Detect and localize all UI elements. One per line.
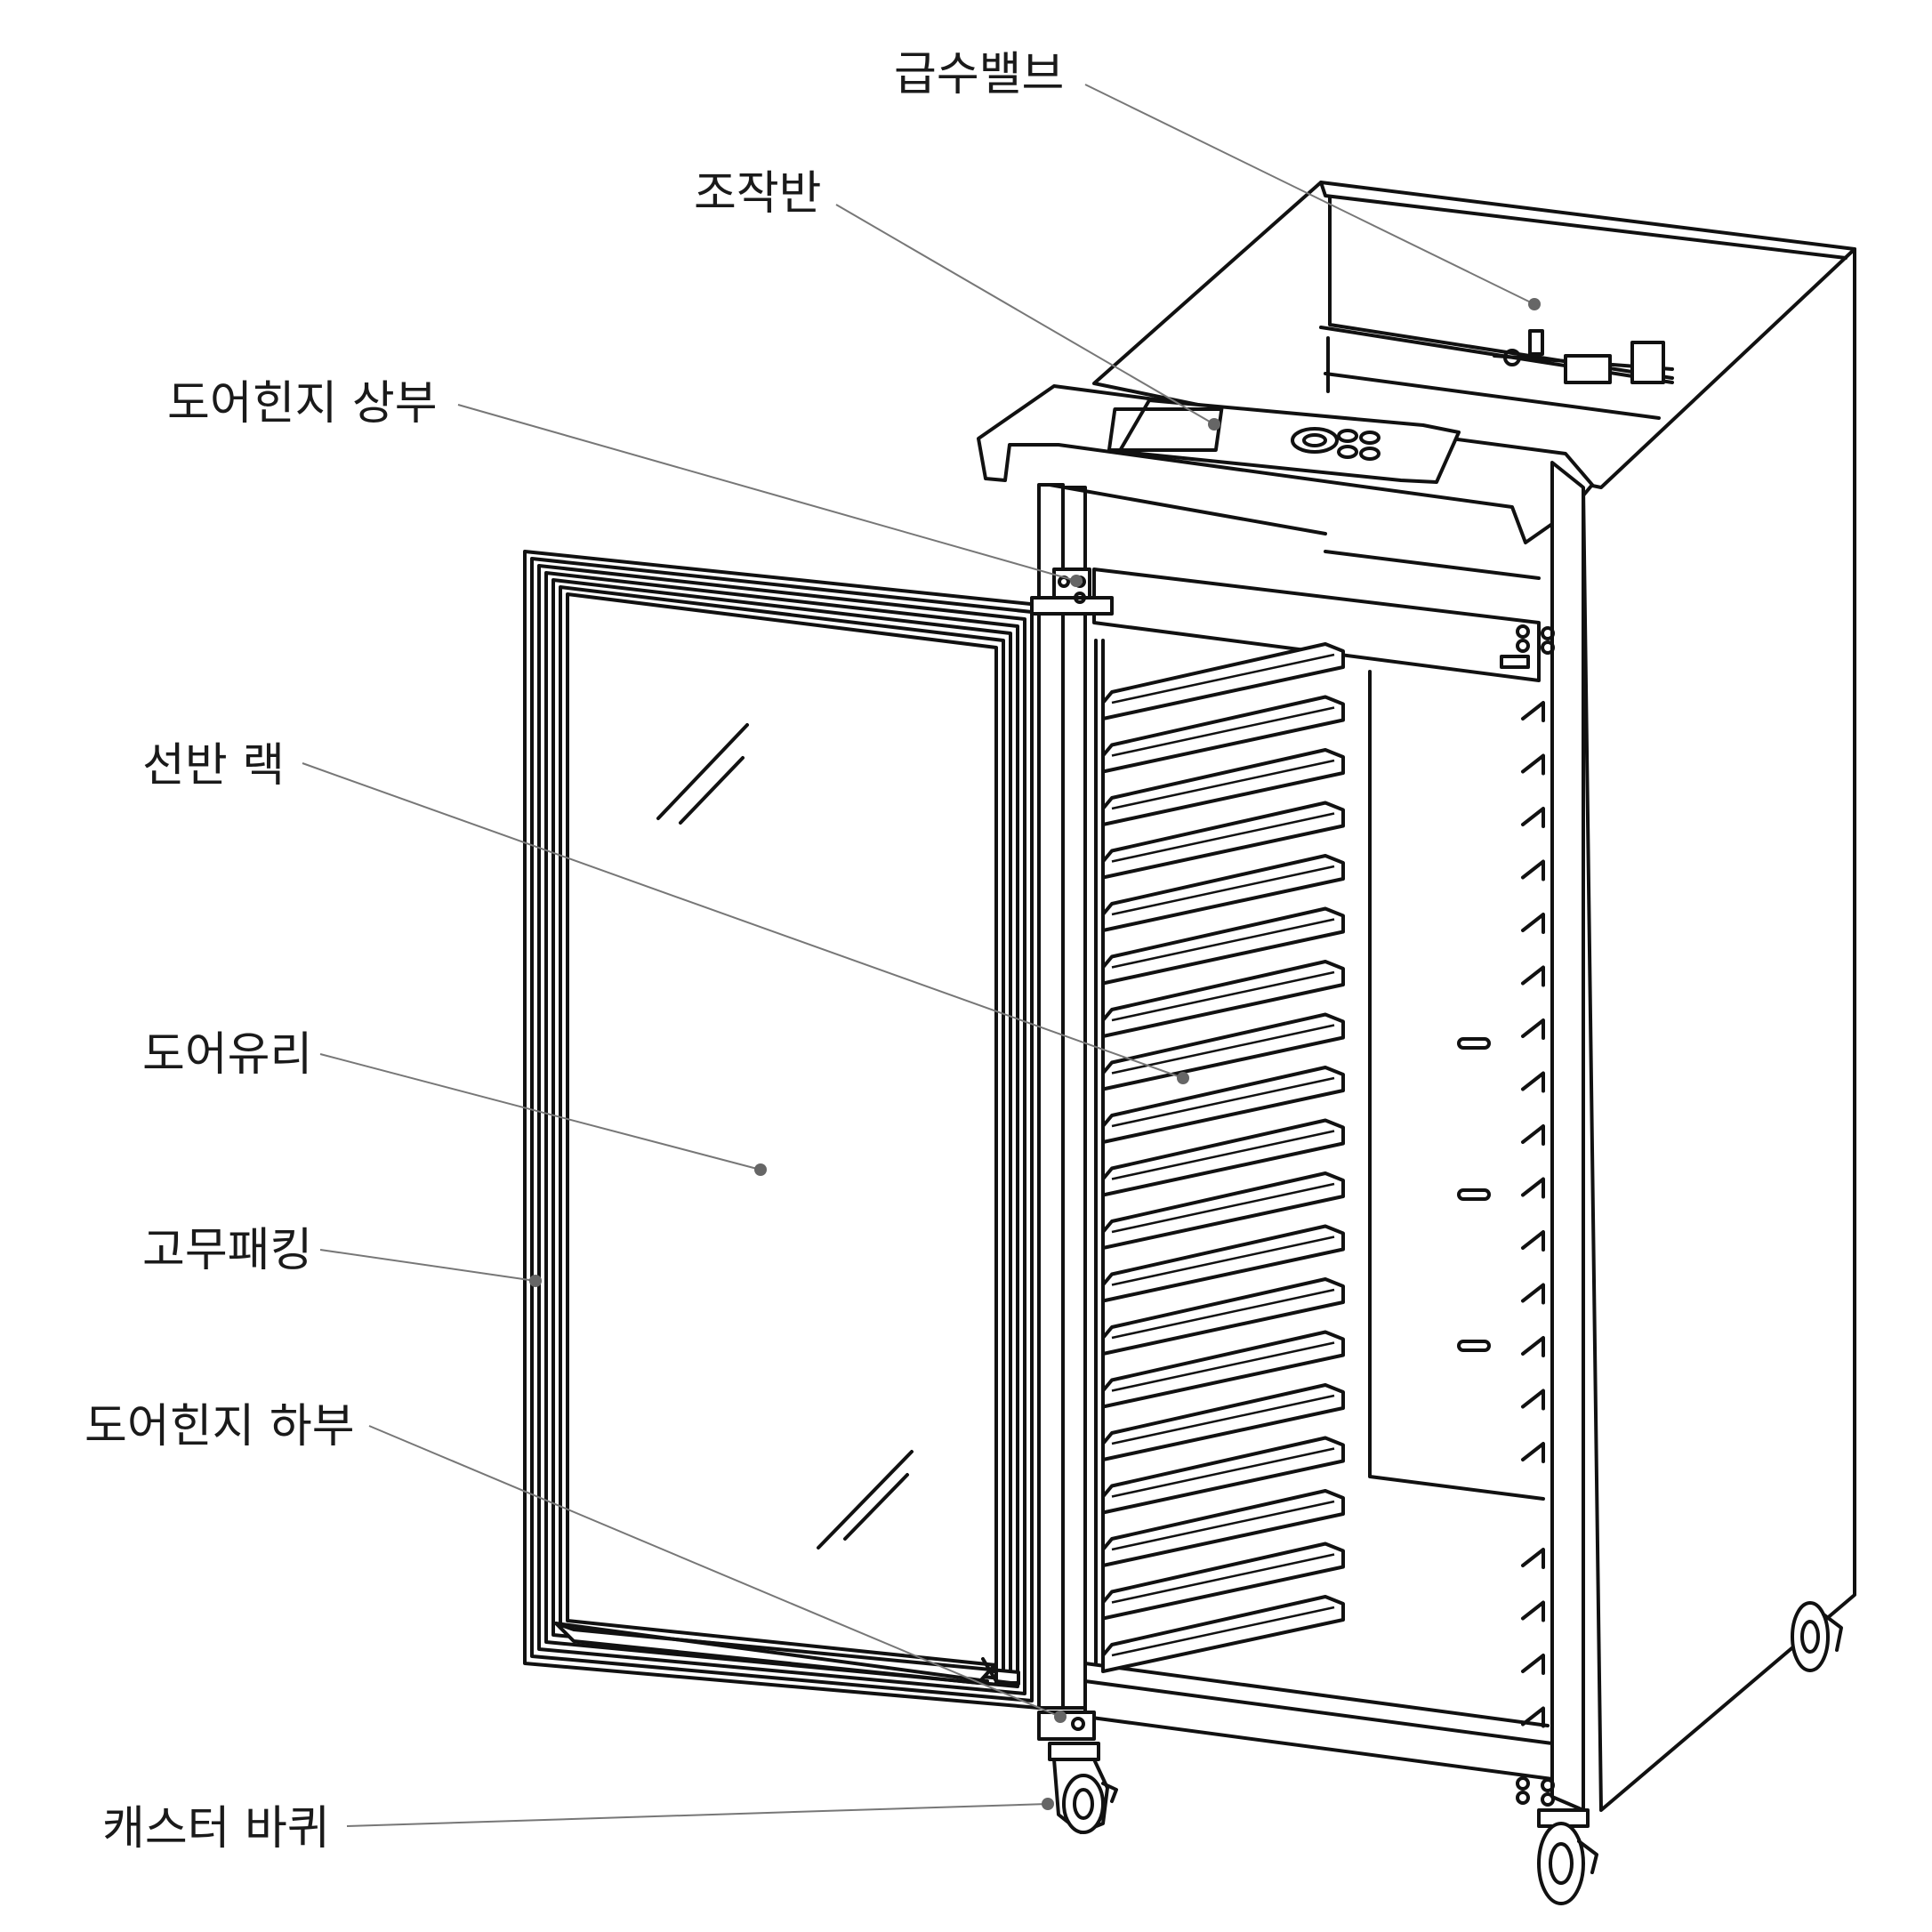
label-shelf-rack: 선반 랙 [142, 739, 286, 793]
shelf-edge [1111, 865, 1335, 916]
right-side-panel [1582, 247, 1856, 1812]
right-frame-post [1550, 461, 1585, 1812]
leader-door-glass [319, 1053, 761, 1171]
leader-control-panel [835, 204, 1215, 425]
label-water-valve: 급수밸브 [894, 48, 1065, 101]
caster-front-left [1048, 1742, 1118, 1834]
rack-bracket [1521, 1389, 1545, 1411]
rack-bracket [1521, 1283, 1545, 1305]
shelf-edge [1111, 759, 1335, 810]
shelf-edge [1111, 1288, 1335, 1340]
shelf-edge [1111, 653, 1335, 704]
rack-bracket [1521, 913, 1545, 934]
hinge-bottom-plate [1037, 1711, 1096, 1741]
leader-water-valve [1084, 84, 1535, 305]
shelf-edge [1111, 1236, 1335, 1286]
leader-door-hinge-top [457, 404, 1077, 582]
shelf-edge [1111, 1341, 1335, 1392]
shelf-edge [1111, 706, 1335, 757]
rack-bracket [1521, 1654, 1545, 1675]
shelf-edge [1111, 1606, 1335, 1657]
rack-bracket [1521, 807, 1545, 828]
left-frame-post [1037, 483, 1065, 1710]
shelf-rack [1101, 642, 1345, 1673]
shelf-edge [1111, 1394, 1335, 1445]
rack-bracket [1521, 1548, 1545, 1569]
label-rubber-packing: 고무패킹 [142, 1224, 313, 1277]
rack-bracket [1521, 1124, 1545, 1146]
label-door-glass: 도어유리 [142, 1028, 313, 1082]
leader-door-hinge-bottom [368, 1425, 1061, 1718]
shelf-tray [1101, 1595, 1345, 1673]
rack-bracket [1521, 1442, 1545, 1463]
caster-front-right [1537, 1808, 1598, 1905]
label-control-panel: 조작반 [694, 167, 822, 221]
shelf-edge [1111, 1182, 1335, 1234]
rack-bracket [1521, 965, 1545, 987]
rack-bracket [1521, 1336, 1545, 1357]
shelf-edge [1111, 970, 1335, 1022]
rack-bracket [1521, 701, 1545, 722]
door-frame [523, 550, 1041, 1710]
rack-bracket [1521, 1018, 1545, 1040]
leader-caster-wheel [346, 1803, 1049, 1827]
casters [1048, 1601, 1843, 1905]
rack-bracket [1521, 859, 1545, 881]
shelf-edge [1111, 812, 1335, 863]
rack-bracket [1521, 753, 1545, 776]
shelf-edge [1111, 1553, 1335, 1604]
door [523, 550, 1114, 1741]
rack-bracket [1521, 1600, 1545, 1622]
shelf-edge [1111, 918, 1335, 969]
label-door-hinge-bottom: 도어힌지 하부 [85, 1400, 355, 1453]
leader-rubber-packing [319, 1249, 536, 1282]
rack-bracket [1521, 1177, 1545, 1199]
water-valve [1493, 329, 1674, 384]
shelf-edge [1111, 1130, 1335, 1180]
cabinet-body [977, 181, 1856, 1812]
shelf-edge [1111, 1447, 1335, 1498]
control-panel [1119, 398, 1461, 484]
rack-bracket [1521, 1230, 1545, 1252]
bottom-crossbar [1083, 1679, 1554, 1781]
shelf-edge [1111, 1500, 1335, 1551]
leader-lines [302, 84, 1541, 1827]
label-caster-wheel: 캐스터 바퀴 [102, 1802, 330, 1856]
rack-brackets [1521, 701, 1545, 1728]
caster-back-right [1791, 1601, 1843, 1672]
label-door-hinge-top: 도어힌지 상부 [167, 377, 438, 431]
shelf-edge [1111, 1076, 1335, 1128]
leader-shelf-rack [302, 762, 1184, 1079]
shelf-edge [1111, 1024, 1335, 1075]
rack-bracket [1521, 1706, 1545, 1728]
rack-bracket [1521, 1071, 1545, 1093]
